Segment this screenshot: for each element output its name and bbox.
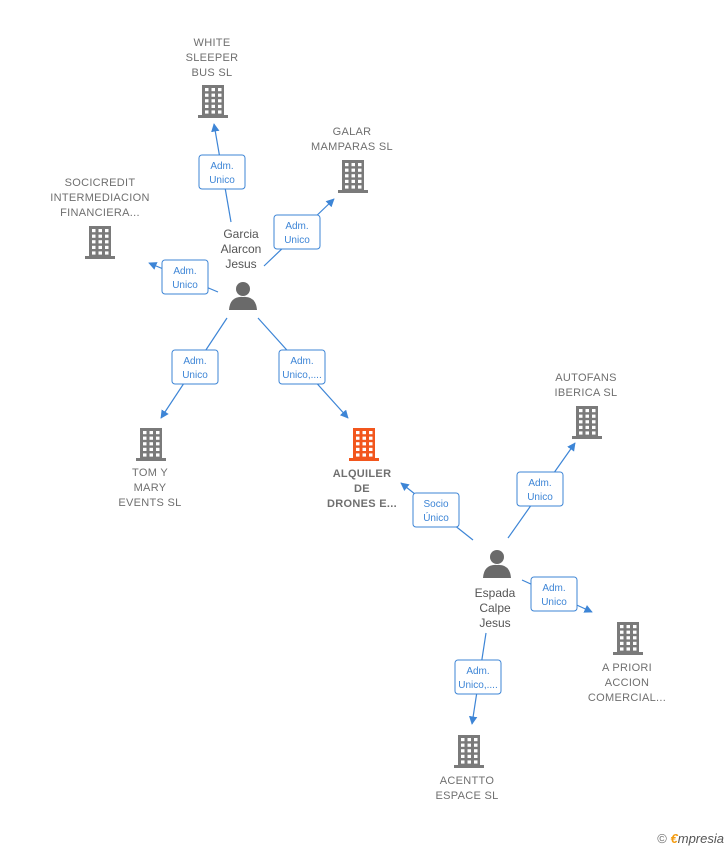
node-label-line: MAMPARAS SL (311, 141, 393, 153)
person-icon (229, 282, 257, 310)
edge-label-line: Adm. (210, 161, 233, 172)
building-icon (349, 428, 379, 461)
edge-label-box[interactable] (454, 659, 502, 695)
brand-first-letter: € (670, 831, 678, 846)
edge-label-line: Adm. (542, 583, 565, 594)
edge-label-line: Unico (172, 280, 198, 291)
node-label-line: DE (354, 483, 370, 495)
node-autofans[interactable]: AUTOFANS IBERICA SL (555, 372, 618, 439)
node-label-line: Jesus (479, 616, 510, 630)
edge-garcia-alquiler: Adm. Unico,.... (257, 317, 349, 419)
edge-label-line: Adm. (183, 356, 206, 367)
edge-label-box[interactable] (516, 471, 564, 507)
node-label-line: BUS SL (192, 67, 233, 79)
node-label-line: TOM Y (132, 467, 168, 479)
building-icon (338, 160, 368, 193)
node-label-line: SLEEPER (186, 52, 239, 64)
edge-garcia-tom_mary: Adm. Unico (160, 317, 228, 419)
node-label-line: ESPACE SL (435, 790, 498, 802)
building-icon (136, 428, 166, 461)
edge-espada-autofans: Adm. Unico (507, 442, 576, 539)
node-label-line: DRONES E... (327, 498, 397, 510)
edge-label-box[interactable] (273, 214, 321, 250)
node-label-line: Garcia (223, 227, 259, 241)
node-label-line: FINANCIERA... (60, 207, 140, 219)
edge-label-box[interactable] (530, 576, 578, 612)
edge-label-line: Unico (182, 370, 208, 381)
node-acentto[interactable]: ACENTTO ESPACE SL (435, 735, 498, 802)
node-label-line: Calpe (479, 601, 511, 615)
node-label-line: IBERICA SL (555, 387, 618, 399)
person-icon (483, 550, 511, 578)
edge-label-line: Adm. (290, 356, 313, 367)
edge-garcia-galar: Adm. Unico (263, 198, 335, 267)
edge-label-line: Único (423, 511, 449, 524)
copyright-icon: © (657, 831, 667, 846)
edge-label-line: Adm. (285, 221, 308, 232)
node-a-priori[interactable]: A PRIORI ACCION COMERCIAL... (588, 622, 666, 704)
node-label-line: EVENTS SL (118, 497, 181, 509)
edge-label-line: Unico,.... (282, 370, 321, 381)
node-label-line: ACENTTO (440, 775, 495, 787)
empresia-watermark[interactable]: © €mpresia (657, 831, 724, 846)
edge-label-line: Unico,.... (458, 680, 497, 691)
building-icon (85, 226, 115, 259)
building-icon (572, 406, 602, 439)
edge-label-box[interactable] (278, 349, 326, 385)
node-white-sleeper[interactable]: WHITE SLEEPER BUS SL (186, 37, 239, 118)
node-label-line: ACCION (605, 677, 650, 689)
edge-label-box[interactable] (198, 154, 246, 190)
edge-espada-a_priori: Adm. Unico (521, 576, 593, 613)
node-label-line: COMERCIAL... (588, 692, 666, 704)
edge-garcia-socicredit: Adm. Unico (148, 259, 219, 295)
node-tom-mary[interactable]: TOM Y MARY EVENTS SL (118, 428, 181, 509)
brand-name: mpresia (677, 831, 724, 846)
node-alquiler[interactable]: ALQUILER DE DRONES E... (327, 428, 397, 510)
node-label-line: INTERMEDIACION (50, 192, 150, 204)
edge-label-box[interactable] (171, 349, 219, 385)
building-icon (198, 85, 228, 118)
edge-label-line: Unico (541, 597, 567, 608)
building-icon (613, 622, 643, 655)
edge-label-box[interactable] (412, 492, 460, 528)
node-label-line: WHITE (194, 37, 231, 49)
edge-label-line: Adm. (466, 666, 489, 677)
node-label-line: Espada (475, 586, 516, 600)
edge-label-line: Adm. (528, 478, 551, 489)
edge-label-line: Adm. (173, 266, 196, 277)
edge-label-line: Socio (423, 499, 448, 510)
edge-espada-acentto: Adm. Unico,.... (454, 632, 502, 725)
node-label-line: ALQUILER (333, 468, 392, 480)
node-label-line: A PRIORI (602, 662, 652, 674)
edge-label-line: Unico (284, 235, 310, 246)
building-icon (454, 735, 484, 768)
edge-garcia-white_sleeper: Adm. Unico (198, 123, 246, 223)
node-label-line: SOCICREDIT (65, 177, 136, 189)
edge-label-box[interactable] (161, 259, 209, 295)
node-label-line: Jesus (225, 257, 256, 271)
node-label-line: Alarcon (221, 242, 262, 256)
node-label-line: AUTOFANS (555, 372, 617, 384)
edge-label-line: Unico (527, 492, 553, 503)
node-socicredit[interactable]: SOCICREDIT INTERMEDIACION FINANCIERA... (50, 177, 150, 259)
node-galar[interactable]: GALAR MAMPARAS SL (311, 126, 393, 193)
edge-label-line: Unico (209, 175, 235, 186)
node-label-line: MARY (134, 482, 167, 494)
node-label-line: GALAR (333, 126, 372, 138)
